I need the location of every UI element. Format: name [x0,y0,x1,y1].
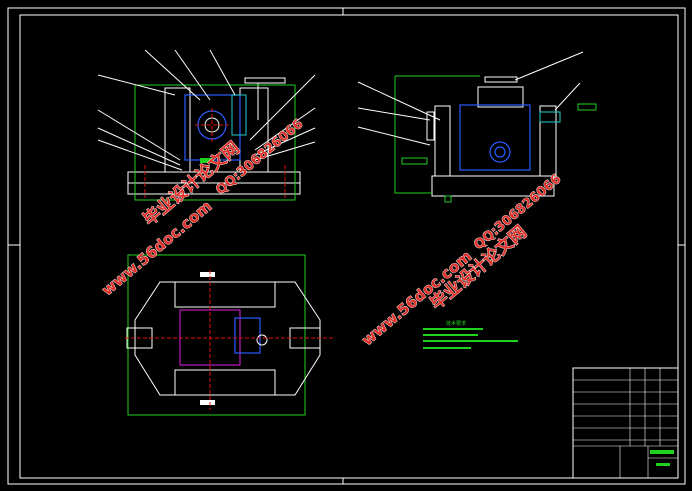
tech-requirements-heading: 技术要求 [446,320,466,327]
drawing-frame [7,7,686,485]
watermarks: 毕业设计论文网 QQ:306826066 www.56doc.com www.5… [98,116,565,349]
plan-view [125,254,335,416]
technical-requirements: 技术要求 [423,320,518,349]
side-view [357,51,597,203]
front-view [97,49,316,201]
title-block [572,367,679,479]
